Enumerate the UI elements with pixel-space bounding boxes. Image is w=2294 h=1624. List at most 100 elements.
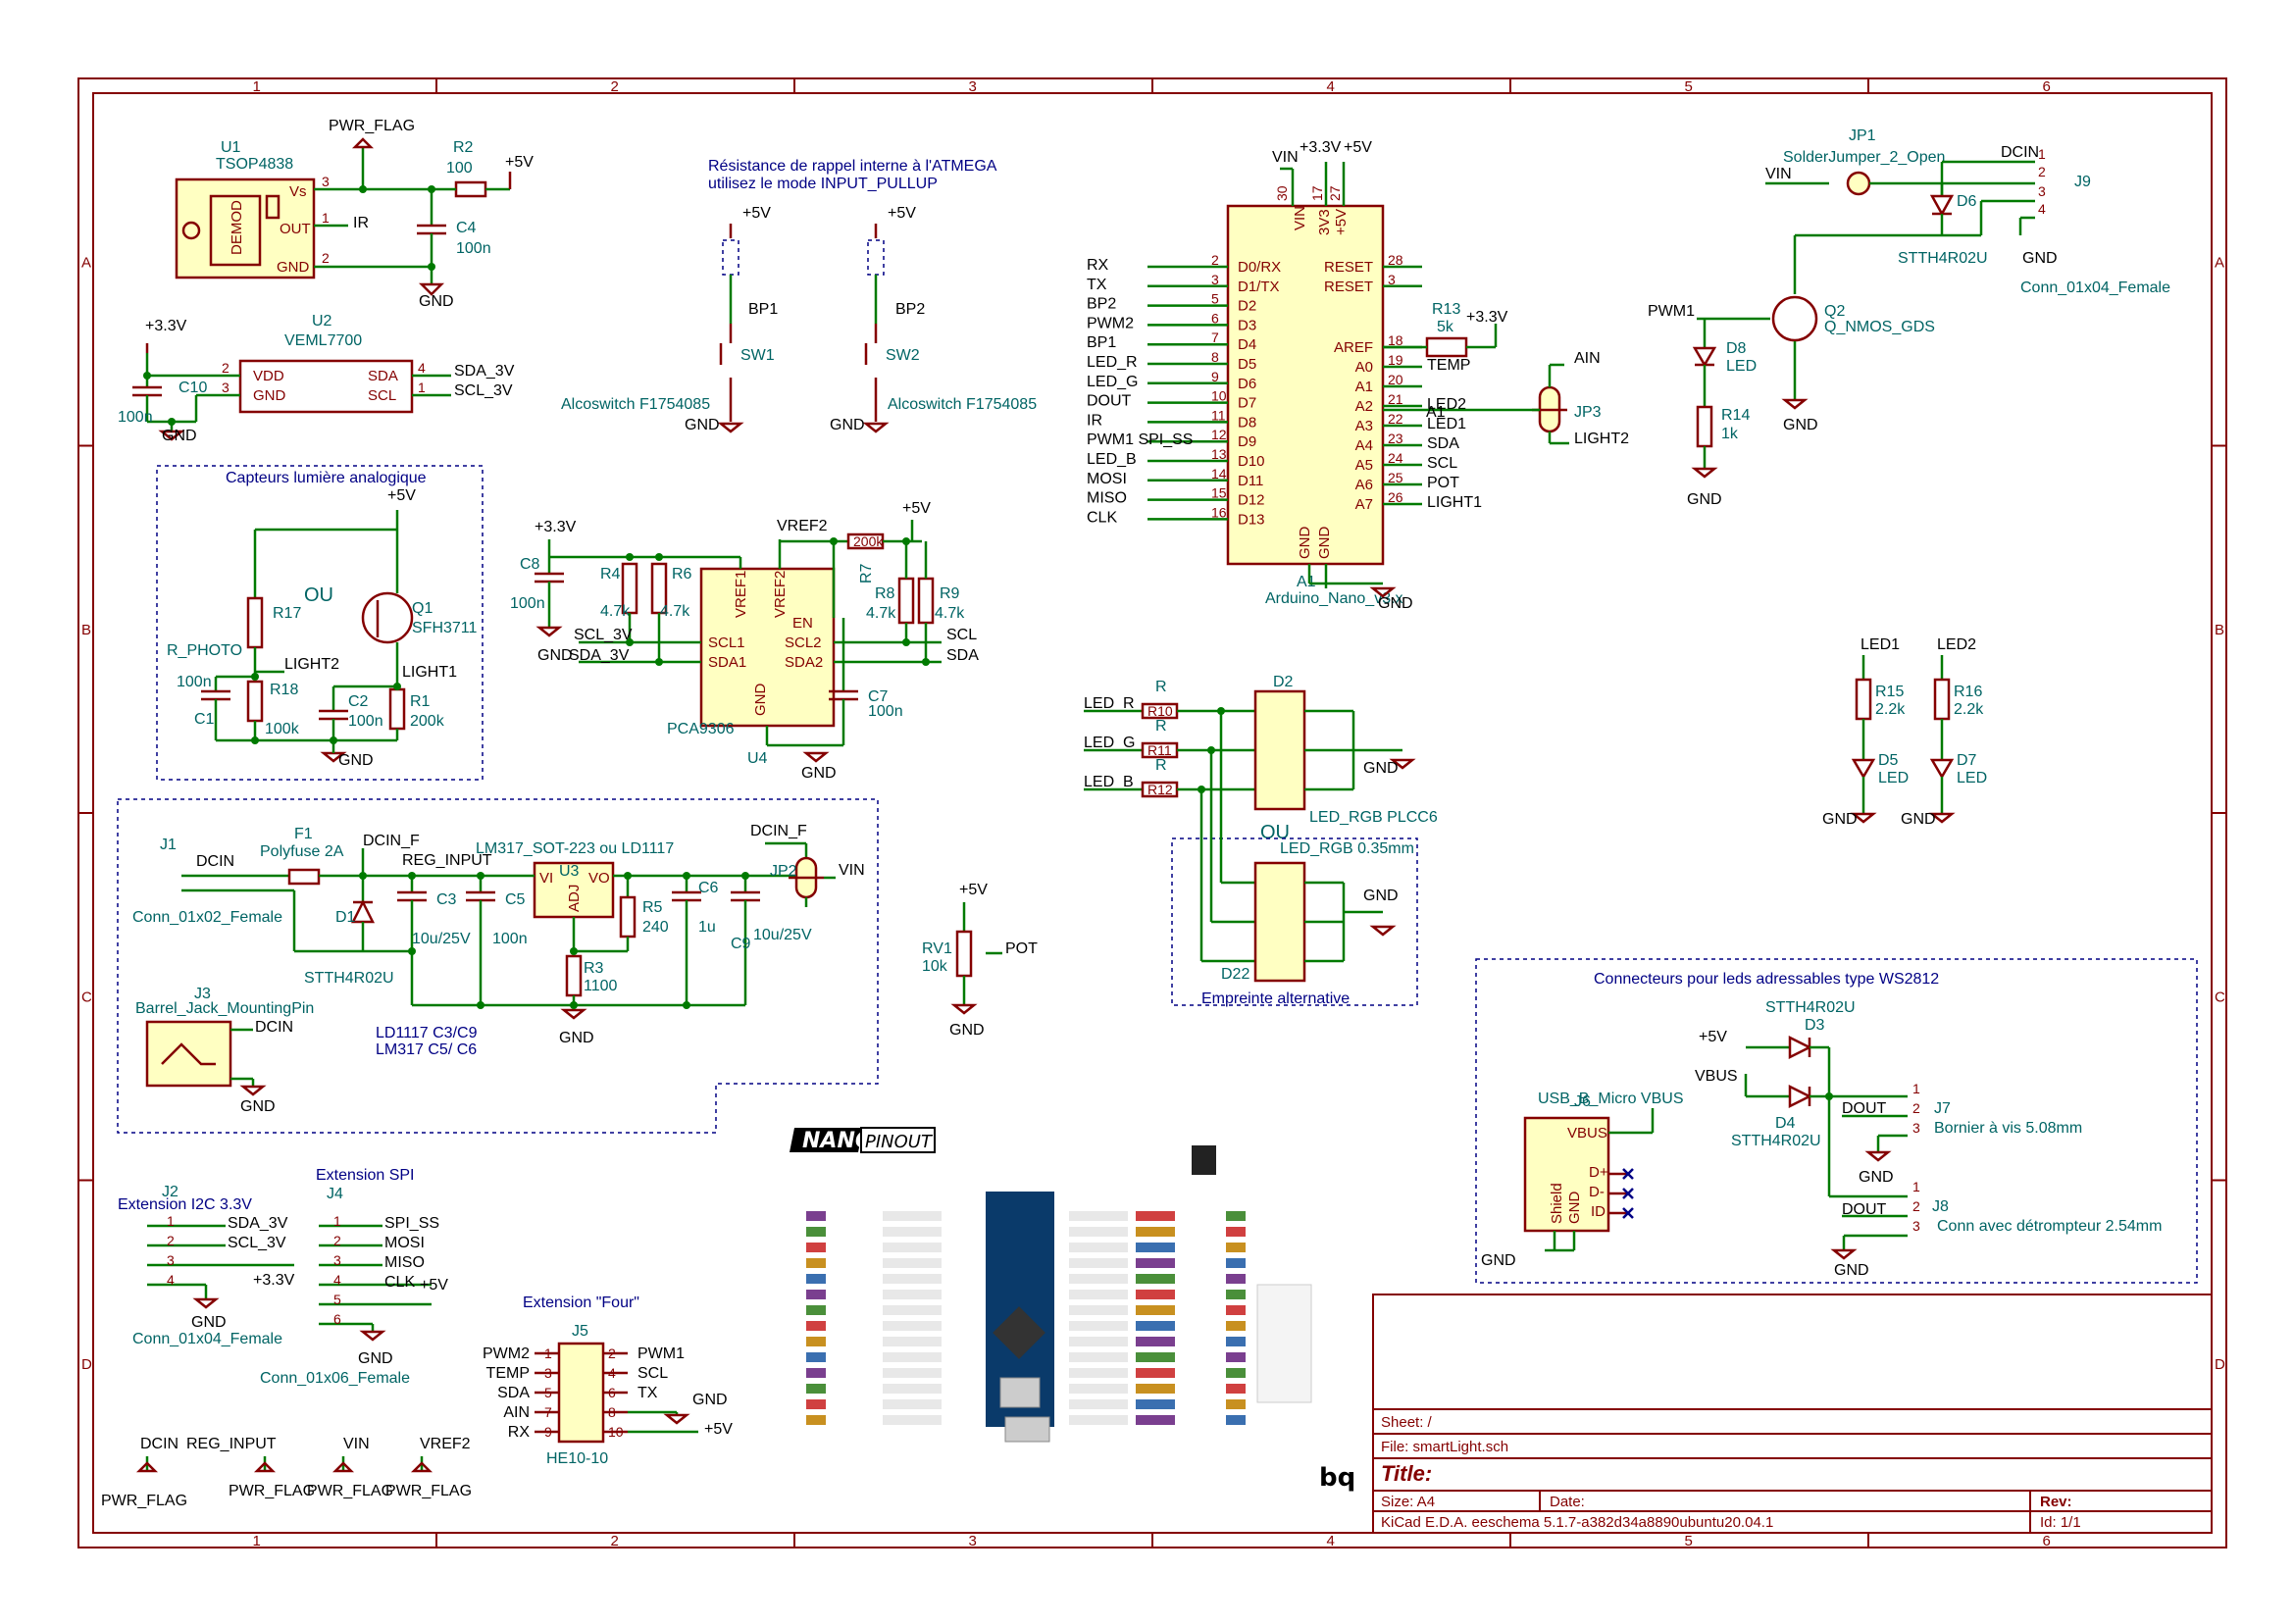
svg-text:U4: U4 <box>747 750 768 767</box>
svg-text:R7: R7 <box>858 563 875 584</box>
frame-col-label: 1 <box>253 78 261 95</box>
pinout-label <box>883 1211 942 1221</box>
svg-text:SDA: SDA <box>368 368 398 384</box>
svg-text:GND: GND <box>338 752 374 769</box>
svg-text:GND: GND <box>830 417 865 433</box>
j5-pin-number: 1 <box>544 1345 552 1361</box>
pinout-label <box>883 1321 942 1331</box>
svg-text:J4: J4 <box>327 1186 343 1202</box>
svg-text:D+: D+ <box>1589 1164 1608 1181</box>
pinout-tag <box>1226 1305 1246 1315</box>
frame-col-label: 1 <box>253 1533 261 1549</box>
svg-text:R6: R6 <box>672 566 692 583</box>
a1-net-label: DOUT <box>1087 393 1132 410</box>
a1-pin-name: AREF <box>1334 339 1373 356</box>
pinout-label <box>883 1258 942 1268</box>
svg-text:D3: D3 <box>1805 1017 1825 1034</box>
svg-text:+5V: +5V <box>959 882 988 898</box>
svg-text:1100: 1100 <box>584 978 618 994</box>
svg-text:LED: LED <box>1878 770 1909 787</box>
svg-text:100n: 100n <box>456 240 491 257</box>
svg-text:1: 1 <box>1912 1179 1920 1194</box>
a1-net-label: PWM1 SPI_SS <box>1087 431 1193 448</box>
pinout-tag <box>806 1290 826 1299</box>
svg-text:VI: VI <box>539 870 553 887</box>
svg-text:3: 3 <box>1912 1120 1920 1136</box>
svg-text:GND: GND <box>1316 527 1333 560</box>
pwr-flags: DCIN REG_INPUT VIN VREF2 PWR_FLAG PWR_FL… <box>101 1436 472 1509</box>
pinout-tag <box>806 1305 826 1315</box>
svg-text:R16: R16 <box>1954 684 1982 700</box>
light-sensor-block: Capteurs lumière analogique +5V R17 R_PH… <box>156 465 484 781</box>
svg-text:GND: GND <box>358 1350 393 1367</box>
pinout-tag <box>1136 1227 1175 1237</box>
svg-text:MISO: MISO <box>384 1254 425 1271</box>
a1-pin-number: 26 <box>1388 489 1403 505</box>
svg-text:Extension "Four": Extension "Four" <box>523 1294 639 1311</box>
svg-text:LED_B: LED_B <box>1084 774 1134 790</box>
pinout-tag <box>1136 1274 1175 1284</box>
a1-pin-name: D0/RX <box>1238 259 1281 276</box>
svg-text:D2: D2 <box>1273 674 1294 690</box>
svg-text:R17: R17 <box>273 605 301 622</box>
svg-text:CLK: CLK <box>384 1274 415 1291</box>
a1-pin-name: RESET <box>1324 259 1373 276</box>
pinout-tag <box>1136 1321 1175 1331</box>
svg-text:bq: bq <box>1319 1463 1355 1493</box>
svg-text:R: R <box>1155 718 1167 735</box>
tb-id: Id: 1/1 <box>2040 1514 2081 1531</box>
svg-text:VDD: VDD <box>253 368 284 384</box>
j5-pin-number: 6 <box>608 1385 616 1400</box>
svg-text:R1: R1 <box>410 693 431 710</box>
svg-text:R: R <box>1155 757 1167 774</box>
svg-text:J3: J3 <box>194 986 211 1002</box>
svg-text:STTH4R02U: STTH4R02U <box>304 970 394 987</box>
svg-text:R13: R13 <box>1432 301 1460 318</box>
a1-pin-number: 2 <box>1211 252 1219 268</box>
svg-text:10k: 10k <box>922 958 948 975</box>
svg-text:1u: 1u <box>698 919 716 936</box>
svg-text:100n: 100n <box>510 595 545 612</box>
pinout-label <box>1069 1415 1128 1425</box>
svg-text:+3.3V: +3.3V <box>253 1272 295 1289</box>
svg-text:R9: R9 <box>940 585 960 602</box>
pinout-label <box>1069 1368 1128 1378</box>
svg-text:GND: GND <box>1363 888 1399 904</box>
frame-row-label: D <box>2215 1356 2225 1373</box>
svg-text:1: 1 <box>1912 1081 1920 1096</box>
svg-text:GND: GND <box>752 684 769 717</box>
svg-text:PWR_FLAG: PWR_FLAG <box>385 1483 472 1499</box>
svg-text:LIGHT2: LIGHT2 <box>1574 431 1629 447</box>
pinout-tag <box>1226 1290 1246 1299</box>
svg-text:U2: U2 <box>312 313 332 330</box>
svg-text:PWR_FLAG: PWR_FLAG <box>229 1483 315 1499</box>
svg-text:C1: C1 <box>194 711 215 728</box>
note-pullup-1: Résistance de rappel interne à l'ATMEGA <box>708 158 997 175</box>
u4-level-shifter: VREF1 VREF2 EN SCL1 SDA1 SCL2 SDA2 GND P… <box>510 500 979 782</box>
svg-text:POT: POT <box>1005 940 1038 957</box>
svg-text:100: 100 <box>446 160 473 177</box>
a1-pin-name: A5 <box>1355 457 1373 474</box>
pinout-label <box>1069 1258 1128 1268</box>
pinout-label <box>1069 1243 1128 1252</box>
svg-text:R5: R5 <box>642 899 663 916</box>
note-pullup-2: utilisez le mode INPUT_PULLUP <box>708 176 938 192</box>
pinout-tag <box>806 1399 826 1409</box>
svg-text:R_PHOTO: R_PHOTO <box>167 642 242 659</box>
svg-text:SCL2: SCL2 <box>785 634 822 651</box>
svg-text:DCIN: DCIN <box>140 1436 178 1452</box>
frame-col-label: 3 <box>969 1533 977 1549</box>
a1-pin-number: 13 <box>1211 446 1227 462</box>
svg-text:STTH4R02U: STTH4R02U <box>1898 250 1988 267</box>
svg-text:2: 2 <box>2038 164 2046 179</box>
svg-text:AIN: AIN <box>1574 350 1601 367</box>
frame-row-label: A <box>2215 254 2224 271</box>
svg-text:GND: GND <box>559 1030 594 1046</box>
pinout-tag <box>806 1274 826 1284</box>
svg-text:Q2: Q2 <box>1824 303 1845 320</box>
svg-text:J8: J8 <box>1932 1198 1949 1215</box>
a1-pin-number: 7 <box>1211 330 1219 345</box>
a1-pin-name: D4 <box>1238 336 1256 353</box>
svg-text:D-: D- <box>1589 1184 1605 1200</box>
svg-text:C7: C7 <box>868 688 889 705</box>
